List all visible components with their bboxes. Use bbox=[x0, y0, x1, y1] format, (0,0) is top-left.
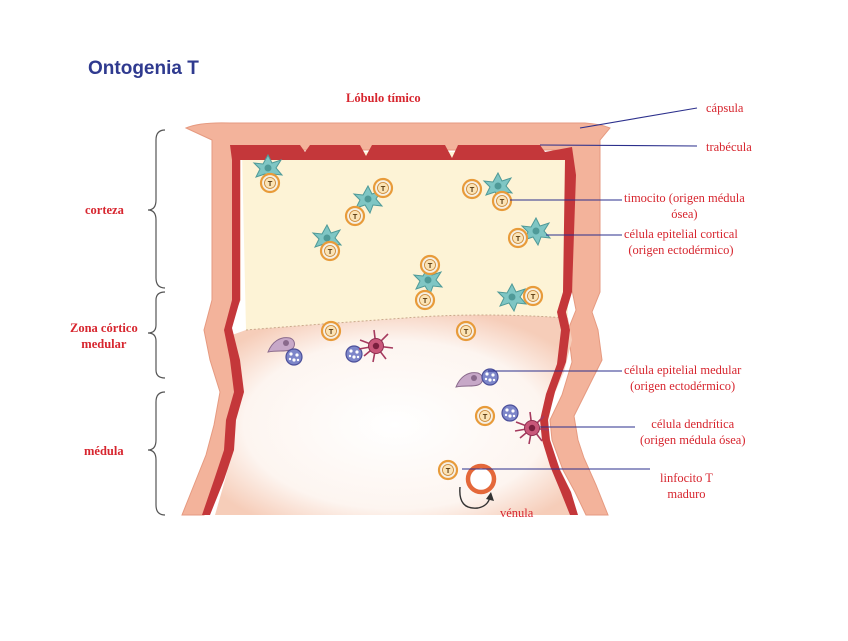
callout-linfocito: linfocito T maduro bbox=[660, 470, 713, 502]
zone-label-zona-cortico: Zona córtico medular bbox=[70, 320, 138, 352]
callout-venula: vénula bbox=[500, 506, 534, 520]
leader-lines bbox=[462, 107, 698, 470]
brace-corteza bbox=[147, 129, 166, 289]
leader-capsula bbox=[579, 107, 698, 129]
zone-label-corteza: corteza bbox=[85, 203, 124, 217]
lobule-label: Lóbulo tímico bbox=[346, 91, 421, 105]
venule-arrow-head bbox=[486, 492, 494, 501]
cortex-region bbox=[242, 152, 568, 330]
brace-medula bbox=[147, 391, 166, 516]
callout-timocito-line2: ósea) bbox=[671, 207, 698, 221]
callout-epitelial-medular-line1: célula epitelial medular bbox=[624, 363, 742, 377]
zone-label-zona-cortico-line1: Zona córtico bbox=[70, 321, 138, 335]
callout-epitelial-medular: célula epitelial medular (origen ectodér… bbox=[624, 362, 741, 394]
venule-arrow bbox=[459, 486, 491, 509]
callout-epitelial-cortical: célula epitelial cortical (origen ectodé… bbox=[624, 226, 738, 258]
callout-epitelial-medular-line2: (origen ectodérmico) bbox=[630, 379, 736, 393]
callout-trabecula: trabécula bbox=[706, 140, 752, 154]
callout-epitelial-cortical-line2: (origen ectodérmico) bbox=[628, 243, 734, 257]
callout-linfocito-line1: linfocito T bbox=[660, 471, 713, 485]
page-title: Ontogenia T bbox=[88, 58, 199, 79]
zone-label-medula: médula bbox=[84, 444, 124, 458]
callout-dendritica-line2: (origen médula ósea) bbox=[640, 433, 746, 447]
callout-linfocito-line2: maduro bbox=[667, 487, 706, 501]
corticomedullary-border bbox=[245, 314, 569, 331]
leader-trabecula bbox=[539, 144, 698, 147]
medulla-region bbox=[215, 315, 575, 515]
venule bbox=[465, 463, 497, 495]
brace-zona-cortico bbox=[147, 291, 166, 379]
callout-timocito-line1: timocito (origen médula bbox=[624, 191, 745, 205]
callout-epitelial-cortical-line1: célula epitelial cortical bbox=[624, 227, 738, 241]
zone-label-zona-cortico-line2: medular bbox=[81, 337, 127, 351]
trabecula bbox=[202, 145, 578, 515]
callout-capsula: cápsula bbox=[706, 101, 744, 115]
callout-dendritica: célula dendrítica (origen médula ósea) bbox=[640, 416, 746, 448]
callout-dendritica-line1: célula dendrítica bbox=[651, 417, 735, 431]
callout-timocito: timocito (origen médula ósea) bbox=[624, 190, 745, 222]
